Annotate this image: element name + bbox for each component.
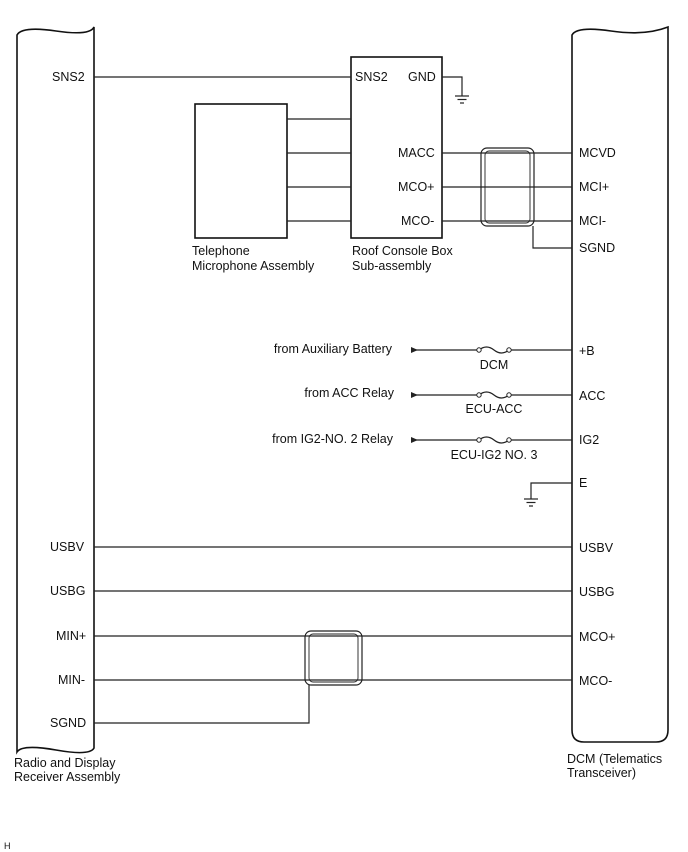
source-acc-relay: from ACC Relay [304, 386, 394, 400]
shield-lower-inner [308, 633, 359, 683]
radio-pin-usbv: USBV [50, 540, 85, 554]
shield-upper [480, 147, 535, 227]
arrow-aux-battery [411, 347, 418, 353]
dcm-pin-usbg: USBG [579, 585, 614, 599]
roof-pin-sns2: SNS2 [355, 70, 388, 84]
roof-pin-mco-minus: MCO- [401, 214, 434, 228]
dcm-block [571, 25, 669, 743]
radio-name-line1: Radio and Display [14, 756, 116, 770]
fuse-dcm-symbol [478, 346, 510, 354]
dcm-pin-mcvd: MCVD [579, 146, 616, 160]
dcm-name-line1: DCM (Telematics [567, 752, 662, 766]
radio-pin-sgnd: SGND [50, 716, 86, 730]
dcm-pin-e: E [579, 476, 587, 490]
roof-pin-gnd: GND [408, 70, 436, 84]
dcm-pin-b-plus: +B [579, 344, 595, 358]
roof-console-name-line2: Sub-assembly [352, 259, 432, 273]
dcm-pin-ig2: IG2 [579, 433, 599, 447]
ground-symbol-dcm [524, 498, 538, 507]
dcm-pin-sgnd: SGND [579, 241, 615, 255]
dcm-pin-mci-minus: MCI- [579, 214, 606, 228]
dcm-name-line2: Transceiver) [567, 766, 636, 780]
source-ig2-relay: from IG2-NO. 2 Relay [272, 432, 394, 446]
fuse-label-ecu-acc: ECU-ACC [466, 402, 523, 416]
ground-symbol-roof [455, 95, 469, 104]
radio-pin-min-minus: MIN- [58, 673, 85, 687]
microphone-block [194, 103, 288, 239]
microphone-name-line2: Microphone Assembly [192, 259, 315, 273]
roof-pin-mco-plus: MCO+ [398, 180, 434, 194]
source-aux-battery: from Auxiliary Battery [274, 342, 393, 356]
fuse-ecu-acc-symbol [478, 391, 510, 399]
figure-code: H [4, 841, 11, 851]
radio-pin-usbg: USBG [50, 584, 85, 598]
dcm-pin-mco-minus: MCO- [579, 674, 612, 688]
wire-sgnd-upper [532, 226, 572, 249]
radio-receiver-block [16, 26, 95, 755]
dcm-pin-mco-plus: MCO+ [579, 630, 615, 644]
fuse-ecu-ig2-symbol [478, 436, 510, 444]
wire-gnd [442, 76, 463, 96]
fuse-label-dcm: DCM [480, 358, 508, 372]
radio-name-line2: Receiver Assembly [14, 770, 121, 784]
dcm-pin-mci-plus: MCI+ [579, 180, 609, 194]
microphone-name-line1: Telephone [192, 244, 250, 258]
radio-pin-min-plus: MIN+ [56, 629, 86, 643]
arrow-acc-relay [411, 392, 418, 398]
arrow-ig2-relay [411, 437, 418, 443]
roof-console-name-line1: Roof Console Box [352, 244, 454, 258]
radio-pin-sns2: SNS2 [52, 70, 85, 84]
roof-console-block [350, 56, 443, 239]
shield-lower [304, 630, 363, 686]
roof-pin-macc: MACC [398, 146, 435, 160]
wire-e [530, 482, 572, 499]
dcm-pin-acc: ACC [579, 389, 605, 403]
fuse-label-ecu-ig2: ECU-IG2 NO. 3 [451, 448, 538, 462]
wire-sgnd-lower [94, 685, 310, 724]
dcm-pin-usbv: USBV [579, 541, 614, 555]
shield-upper-inner [484, 150, 531, 224]
